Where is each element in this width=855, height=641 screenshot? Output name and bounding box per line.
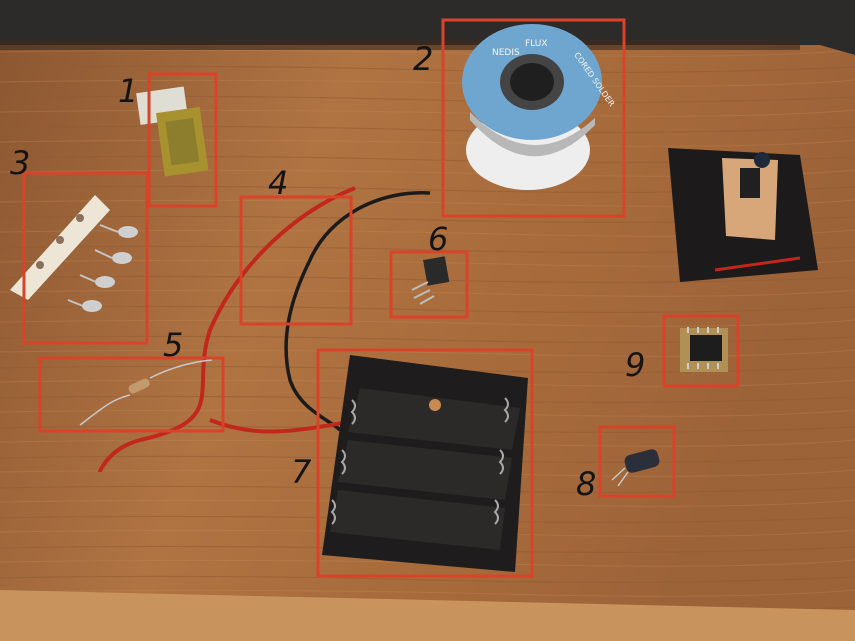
label-7: 7: [291, 453, 312, 491]
label-2: 2: [413, 40, 433, 78]
label-9: 9: [625, 346, 645, 384]
led-strip: [10, 195, 138, 312]
resistor: [79, 359, 213, 426]
box-3: [22, 171, 149, 345]
spool-flux-text: FLUX: [525, 39, 548, 49]
red-wire-2: [209, 418, 361, 434]
box-1: [147, 72, 218, 208]
box-7: [316, 348, 534, 578]
box-2: [441, 18, 626, 218]
spool-brand-text: NEDIS: [492, 48, 520, 58]
assembled-device: [668, 148, 818, 282]
label-8: 8: [576, 465, 596, 503]
capacitor: [611, 449, 660, 487]
battery-holder: [322, 355, 528, 572]
box-6: [389, 250, 469, 319]
black-wire: [284, 191, 431, 432]
ir-receiver: [411, 256, 450, 305]
label-6: 6: [428, 220, 448, 258]
label-1: 1: [118, 72, 138, 110]
label-4: 4: [268, 164, 288, 202]
box-5: [38, 356, 225, 433]
label-5: 5: [163, 326, 183, 364]
box-9: [662, 314, 740, 388]
box-4: [239, 195, 353, 326]
box-8: [598, 425, 676, 498]
laptop-shadow: [0, 40, 800, 50]
table-front-edge: [0, 590, 855, 641]
red-wire: [98, 186, 356, 473]
label-3: 3: [10, 144, 30, 182]
solder-spool: NEDIS FLUX CORED SOLDER: [462, 24, 617, 190]
ic-chip: [680, 327, 728, 372]
